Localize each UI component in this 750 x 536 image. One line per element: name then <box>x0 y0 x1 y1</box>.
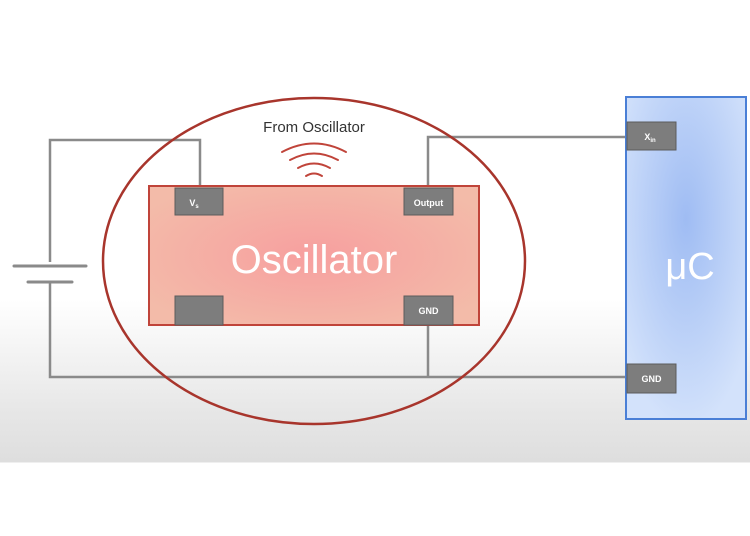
pin-unlabeled <box>174 295 224 326</box>
wires <box>48 135 626 379</box>
pin-vs-label: V <box>189 198 195 208</box>
pin-mcu-gnd-label: GND <box>642 374 663 384</box>
microcontroller-title: μC <box>665 246 714 288</box>
pin-vs-sub: s <box>195 204 199 210</box>
battery-icon <box>12 264 88 284</box>
pin-output: Output <box>403 187 454 216</box>
wire-battery-to-vs <box>48 138 202 262</box>
wire-output-to-xin <box>426 135 626 188</box>
wire-battery-to-gnd <box>48 282 626 379</box>
pin-xin-sub: in <box>650 138 656 144</box>
pin-xin-label: X <box>644 132 650 142</box>
pin-mcu-gnd: GND <box>626 363 677 394</box>
pin-output-label: Output <box>414 198 444 208</box>
pin-xin: Xin <box>626 121 677 151</box>
svg-text:Xin: Xin <box>644 132 656 144</box>
radio-label: From Oscillator <box>263 119 365 136</box>
svg-text:Vs: Vs <box>189 198 199 210</box>
pin-osc-gnd: GND <box>403 295 454 326</box>
oscillator-title: Oscillator <box>231 238 398 282</box>
highlight-ellipse <box>101 96 527 426</box>
radio-waves-icon <box>281 142 347 177</box>
pin-osc-gnd-label: GND <box>419 306 440 316</box>
pin-vs: Vs <box>174 187 224 216</box>
